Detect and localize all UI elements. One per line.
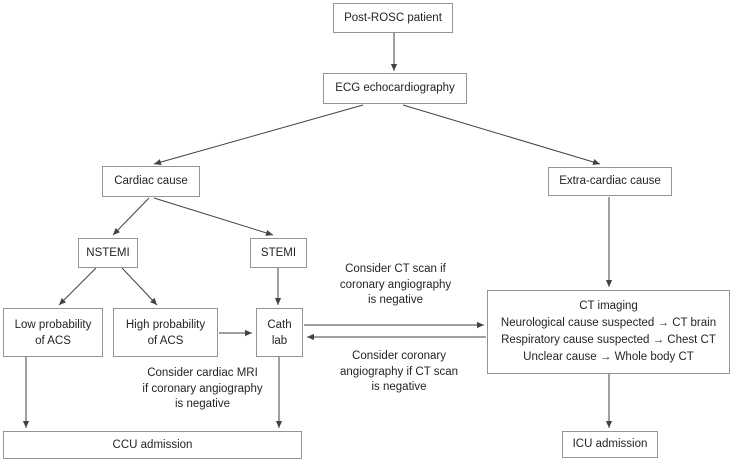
edge-ecg-to-cardiac-cause: [153, 104, 364, 166]
note-consider-ct-scan: Consider CT scan if coronary angiography…: [339, 263, 452, 306]
node-label: CT imaging Neurological cause suspected …: [500, 300, 717, 363]
edge-ecg-to-extra-cardiac-cause: [402, 104, 601, 165]
node-label: Low probability of ACS: [14, 318, 92, 347]
note-consider-cardiac-mri: Consider cardiac MRI if coronary angiogr…: [142, 367, 263, 410]
node-low-probability-acs: Low probability of ACS: [3, 308, 103, 357]
edge-cardiac-to-nstemi: [112, 197, 150, 236]
node-cath-lab: Cath lab: [256, 308, 303, 357]
edge-nstemi-to-low-prob: [58, 267, 97, 306]
node-label: High probability of ACS: [125, 318, 206, 347]
node-high-probability-acs: High probability of ACS: [113, 308, 218, 357]
node-label: NSTEMI: [86, 246, 130, 259]
node-stemi: STEMI: [250, 238, 307, 268]
node-ecg-echocardiography: ECG echocardiography: [323, 73, 467, 104]
node-ct-imaging: CT imaging Neurological cause suspected …: [487, 290, 730, 374]
node-label: STEMI: [260, 246, 297, 259]
node-nstemi: NSTEMI: [78, 238, 138, 268]
node-post-rosc-patient: Post-ROSC patient: [333, 3, 453, 33]
node-label: Cath lab: [267, 318, 292, 347]
node-label: CCU admission: [112, 438, 193, 451]
edge-nstemi-to-high-prob: [121, 267, 158, 306]
node-label: Post-ROSC patient: [344, 11, 442, 24]
edge-cardiac-to-stemi: [153, 197, 274, 236]
node-ccu-admission: CCU admission: [3, 431, 302, 459]
node-cardiac-cause: Cardiac cause: [102, 166, 200, 197]
node-label: ICU admission: [572, 438, 648, 450]
node-label: Extra-cardiac cause: [559, 175, 661, 187]
node-label: Cardiac cause: [114, 175, 188, 187]
note-consider-coronary-angiography: Consider coronary angiography if CT scan…: [339, 350, 459, 393]
node-extra-cardiac-cause: Extra-cardiac cause: [548, 167, 672, 196]
node-icu-admission: ICU admission: [562, 431, 658, 458]
node-label: ECG echocardiography: [335, 82, 455, 94]
